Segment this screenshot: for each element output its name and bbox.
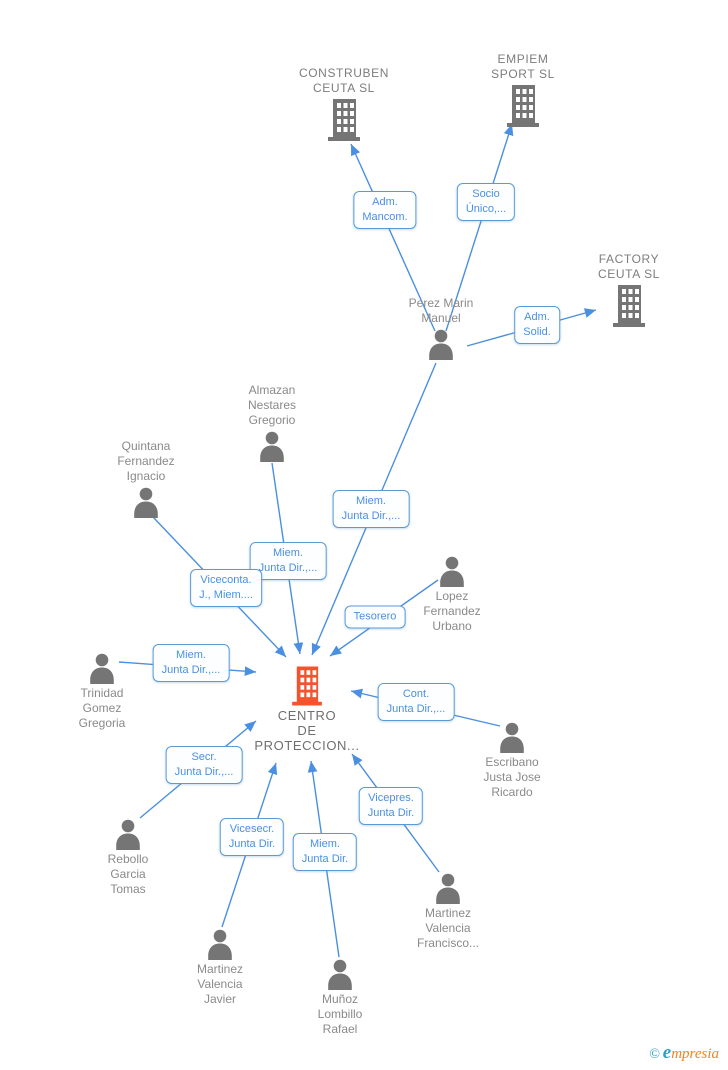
person-icon — [90, 653, 114, 684]
person-name: Trinidad Gomez Gregoria — [78, 686, 126, 730]
company-name: EMPIEM SPORT SL — [491, 52, 555, 81]
person-icon — [260, 431, 284, 462]
person-name: Perez Marin Manuel — [408, 296, 474, 325]
relationship-label-tesorero[interactable]: Tesorero — [344, 605, 406, 629]
person-icon — [436, 873, 460, 904]
relationship-label-cont-junta-dir[interactable]: Cont. Junta Dir.,... — [377, 683, 455, 721]
person-icon — [500, 722, 524, 753]
relationship-label-vicesecr-junta-dir[interactable]: Vicesecr. Junta Dir. — [219, 818, 285, 856]
person-icon — [440, 556, 464, 587]
person-name: Almazan Nestares Gregorio — [247, 383, 297, 427]
building-icon — [507, 85, 539, 127]
person-icon — [429, 329, 453, 360]
center-company-name: CENTRO DE PROTECCION... — [254, 708, 360, 753]
person-name: Escribano Justa Jose Ricardo — [483, 755, 541, 799]
relationship-label-socio-unico[interactable]: Socio Único,... — [456, 183, 516, 221]
person-name: Rebollo Garcia Tomas — [107, 852, 149, 896]
relationship-label-viceconta[interactable]: Viceconta. J., Miem.... — [190, 569, 262, 607]
empresia-logo-text: mpresia — [671, 1046, 719, 1062]
relationship-label-vicepres-junta-dir[interactable]: Vicepres. Junta Dir. — [358, 787, 424, 825]
relationship-label-adm-mancom[interactable]: Adm. Mancom. — [353, 191, 417, 229]
empresia-logo-e: e — [662, 1042, 672, 1063]
building-icon — [328, 99, 360, 141]
person-name: Lopez Fernandez Urbano — [423, 589, 481, 633]
person-icon — [328, 959, 352, 990]
building-icon — [613, 285, 645, 327]
relationship-label-miem-junta-dir-perez[interactable]: Miem. Junta Dir.,... — [332, 490, 410, 528]
company-name: FACTORY CEUTA SL — [598, 252, 660, 281]
relationship-label-miem-junta-dir-trinidad[interactable]: Miem. Junta Dir.,... — [152, 644, 230, 682]
person-name: Quintana Fernandez Ignacio — [117, 439, 175, 483]
person-icon — [208, 929, 232, 960]
company-name: CONSTRUBEN CEUTA SL — [298, 66, 389, 95]
building-icon-center — [292, 666, 322, 706]
relationship-label-secr-junta-dir[interactable]: Secr. Junta Dir.,... — [165, 746, 243, 784]
person-name: Muñoz Lombillo Rafael — [317, 992, 363, 1036]
person-icon — [116, 819, 140, 850]
empresia-watermark[interactable]: ©empresia — [649, 1042, 719, 1064]
copyright-symbol: © — [649, 1047, 660, 1062]
relationship-label-miem-junta-dir-munoz[interactable]: Miem. Junta Dir. — [292, 833, 358, 871]
person-name: Martinez Valencia Francisco... — [416, 906, 479, 950]
person-icon — [134, 487, 158, 518]
relationship-label-adm-solid[interactable]: Adm. Solid. — [514, 306, 560, 344]
person-name: Martinez Valencia Javier — [196, 962, 243, 1006]
